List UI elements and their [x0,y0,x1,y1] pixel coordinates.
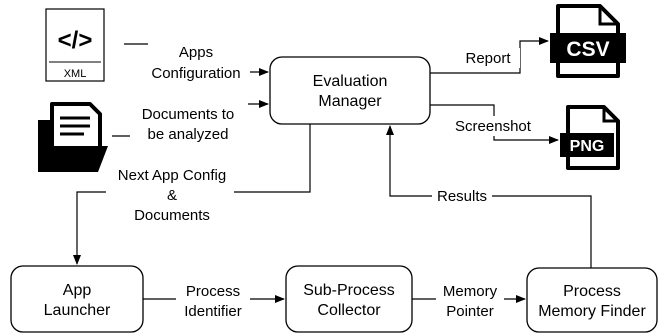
csv-file-icon: CSV [550,4,626,78]
process-memory-finder-node: Process Memory Finder [526,267,658,333]
sub-process-collector-line-1: Sub-Process [303,282,395,299]
next-app-config-label-bg [106,165,234,225]
png-file-icon: PNG [560,105,620,170]
app-launcher-line-1: App [63,282,92,299]
screenshot-label: Screenshot [455,118,532,135]
next-app-config-label-2: & [167,187,177,204]
evaluation-manager-node: Evaluation Manager [269,56,431,125]
xml-caption: XML [64,68,87,80]
sub-process-collector-line-2: Collector [317,302,381,319]
sub-process-collector-node: Sub-Process Collector [285,265,413,333]
process-identifier-label-1: Process [186,283,240,300]
app-launcher-node: App Launcher [10,265,144,333]
evaluation-manager-line-1: Evaluation [313,73,388,90]
app-launcher-line-2: Launcher [44,302,111,319]
memory-pointer-label-2: Pointer [446,303,494,320]
process-identifier-label-2: Identifier [184,303,242,320]
process-identifier-label-bg [176,282,250,320]
next-app-config-label-1: Next App Config [118,167,226,184]
xml-file-icon: </> XML [45,8,105,82]
xml-code-glyph: </> [58,27,93,54]
results-label: Results [437,188,487,205]
report-label-bg [458,48,520,68]
png-caption: PNG [570,138,605,155]
documents-label-2: be analyzed [148,126,229,143]
process-memory-finder-line-1: Process [563,283,621,300]
results-label-bg [432,187,492,205]
csv-caption: CSV [566,38,609,61]
process-memory-finder-line-2: Memory Finder [538,303,646,320]
documents-label-1: Documents to [142,106,235,123]
memory-pointer-label-bg [436,282,504,320]
documents-folder-icon [38,102,108,172]
apps-configuration-label-2: Configuration [151,65,240,82]
evaluation-manager-line-2: Manager [318,93,382,110]
next-app-config-label-3: Documents [134,207,210,224]
screenshot-label-bg [447,116,541,136]
report-label: Report [465,50,511,67]
memory-pointer-label-1: Memory [443,283,498,300]
apps-configuration-label-1: Apps [179,44,213,61]
